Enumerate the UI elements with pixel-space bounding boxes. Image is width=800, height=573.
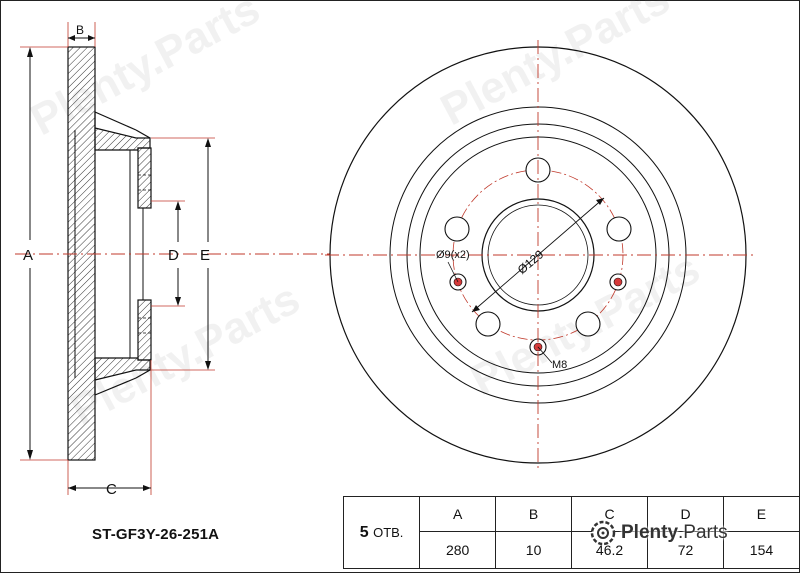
hat-wall-top [94, 112, 151, 151]
dimension-d: D [151, 200, 185, 307]
brand-logo: Plenty.Parts [590, 518, 728, 548]
gear-logo-icon [590, 520, 616, 546]
brand-name: Plenty.Parts [621, 522, 728, 543]
value-c: 46.2 [570, 531, 649, 569]
dim-label-a: A [23, 247, 33, 264]
dimension-b: B [67, 22, 96, 47]
dimension-e: E [151, 137, 215, 371]
value-a: 280 [419, 531, 497, 569]
spec-table-header-row: 5 ОТВ. A B C D E [342, 496, 800, 569]
stud-hole [444, 216, 470, 242]
header-d: D [647, 496, 724, 532]
thread-label: M8 [552, 359, 567, 371]
dimension-a: A [20, 46, 68, 461]
dimension-c: C [67, 360, 152, 498]
stud-hole [475, 311, 501, 337]
friction-ring [67, 46, 96, 461]
stud-hole [575, 311, 601, 337]
stud-hole [606, 216, 632, 242]
value-d: 72 [647, 531, 724, 569]
header-e: E [722, 496, 800, 532]
spec-table: 5 ОТВ. A B C D E 280 10 46.2 72 154 [342, 496, 800, 569]
value-e: 154 [722, 531, 800, 569]
dim-label-c: C [106, 481, 117, 498]
hat-wall-bottom [94, 357, 151, 395]
pin-hole-label: Ø9(x2) [436, 249, 470, 261]
hole-count: 5 [359, 523, 369, 541]
part-number: ST-GF3Y-26-251A [92, 526, 220, 543]
hat-face-bottom [137, 299, 152, 361]
bolt-circle-dimension-line [471, 197, 605, 313]
header-a: A [419, 496, 497, 532]
spec-table-value-row: 280 10 46.2 72 154 [344, 531, 800, 569]
value-b: 10 [495, 531, 572, 569]
dim-label-b: B [76, 23, 84, 37]
header-b: B [495, 496, 572, 532]
dim-label-d: D [168, 247, 179, 264]
disc-cross-section [67, 46, 152, 461]
hat-face-top [137, 147, 152, 209]
dim-label-e: E [200, 247, 210, 264]
hole-count-unit: ОТВ. [373, 524, 404, 540]
hole-count-cell: 5 ОТВ. [342, 496, 421, 569]
